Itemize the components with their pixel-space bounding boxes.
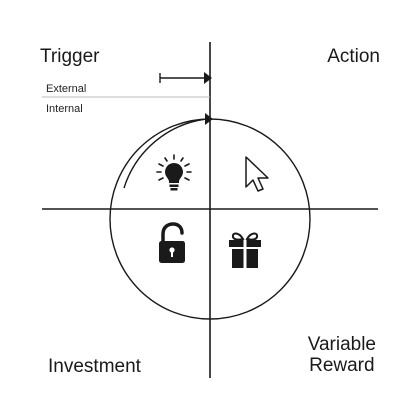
internal-trigger-label: Internal <box>46 103 83 115</box>
variable-reward-label-line1: Variable <box>307 334 376 355</box>
unlocked-padlock-icon <box>159 222 185 263</box>
internal-trigger-arrowhead <box>205 113 213 125</box>
action-label: Action <box>327 46 380 67</box>
mouse-cursor-icon <box>245 156 269 192</box>
trigger-label: Trigger <box>40 46 100 67</box>
variable-reward-label-line2: Reward <box>309 355 375 376</box>
investment-label: Investment <box>48 356 141 377</box>
external-trigger-arrowhead <box>204 72 212 84</box>
gift-icon <box>229 232 261 268</box>
external-trigger-label: External <box>46 83 87 95</box>
variable-reward-label: Variable Reward <box>308 334 376 376</box>
lightbulb-icon <box>156 154 192 191</box>
internal-trigger-arc <box>123 118 207 189</box>
